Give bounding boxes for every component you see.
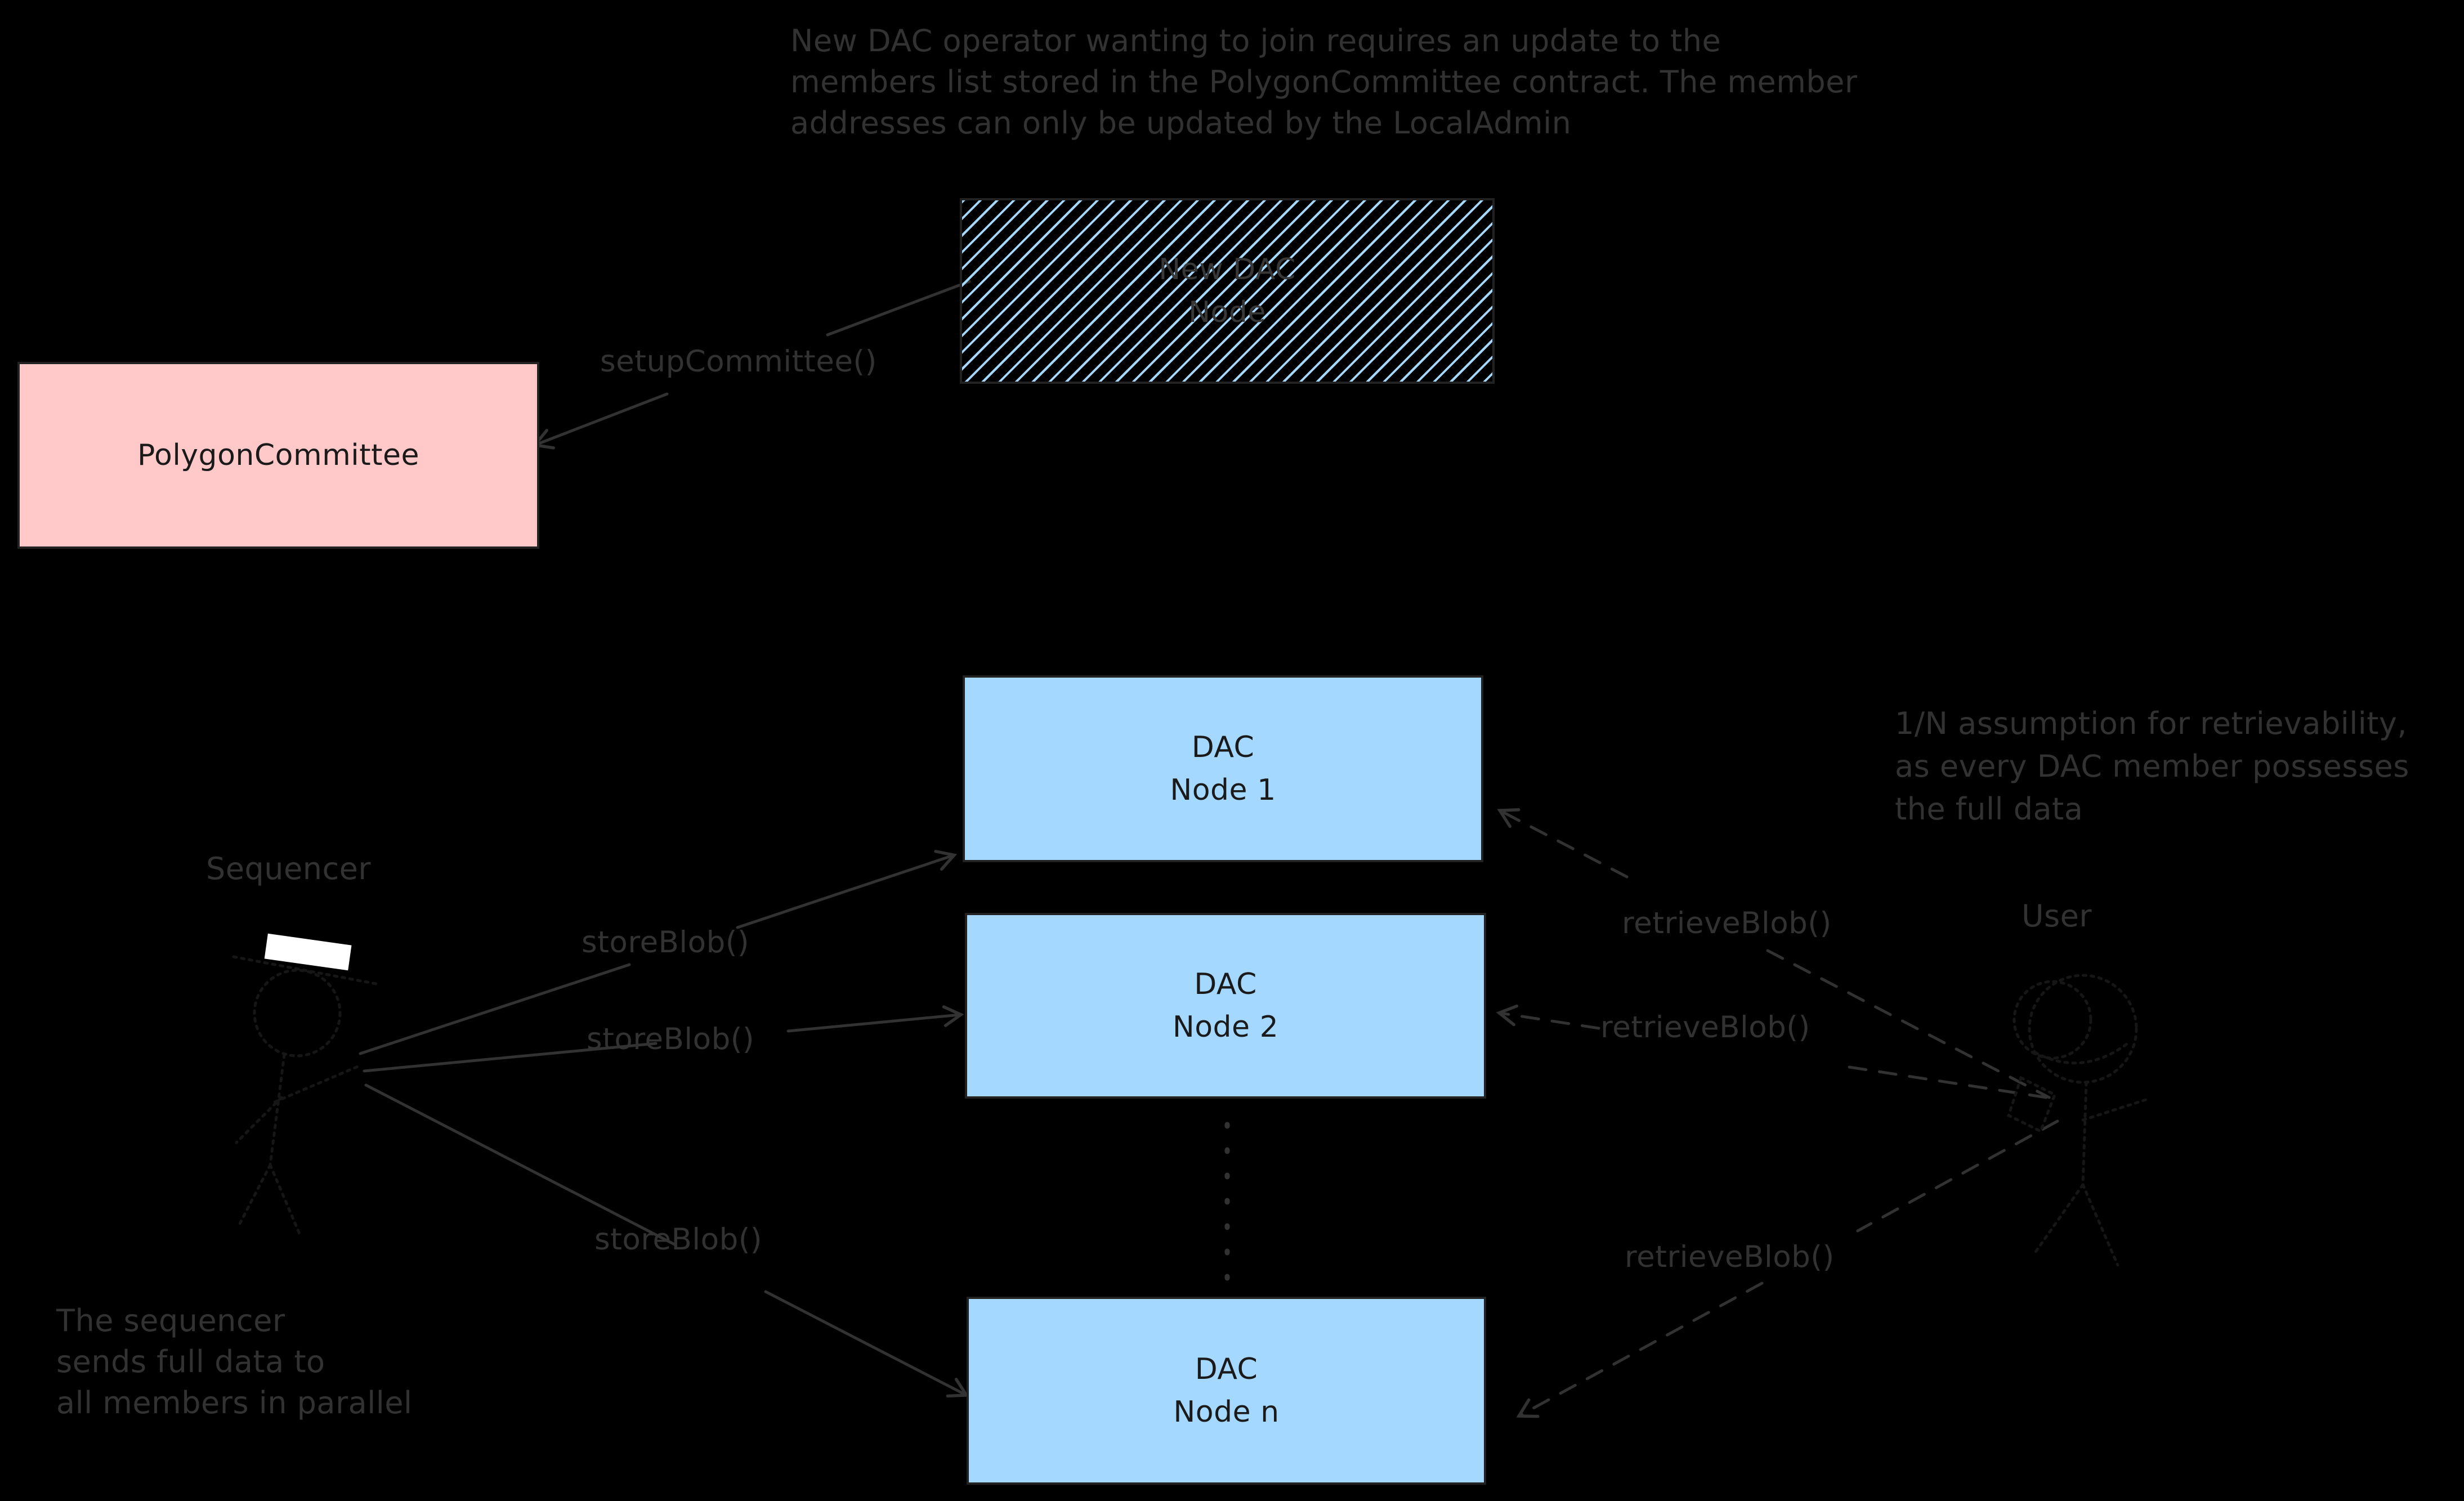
retrieve-blob-3-edge-label: retrieveBlob() [1625,1240,1835,1274]
retrievability-annotation: 1/N assumption for retrievability, as ev… [1895,702,2409,831]
retrieve-blob-arrow-node2 [1496,1004,2055,1100]
retrieve-blob-arrow-node1 [1497,808,2051,1099]
sequencer-label: Sequencer [206,851,372,886]
dac-node-1-label-line: Node 1 [1170,773,1276,807]
dac-node-2-label-line: Node 2 [1172,1010,1279,1044]
store-blob-arrow-node2 [363,1005,964,1073]
store-blob-3-edge-label: storeBlob() [594,1222,763,1257]
parallel-send-annotation-line: The sequencer [56,1303,285,1338]
store-blob-arrow-noden [364,1083,969,1398]
dac-node-n-box: DAC Node n [967,1297,1486,1485]
dac-node-1-box: DAC Node 1 [963,675,1483,862]
dac-node-1-label-line: DAC [1191,731,1255,764]
top-annotation: New DAC operator wanting to join require… [790,20,1858,144]
top-annotation-line: New DAC operator wanting to join require… [790,23,1721,59]
dac-node-2-label-line: DAC [1194,967,1257,1001]
setup-committee-arrow [531,280,971,450]
retrievability-annotation-line: as every DAC member possesses [1895,749,2409,784]
new-dac-node-box: New DAC Node [960,198,1495,384]
parallel-send-annotation-line: all members in parallel [56,1385,413,1421]
polygon-committee-label: PolygonCommittee [137,438,419,472]
polygon-committee-box: PolygonCommittee [17,362,539,549]
retrieve-blob-2-edge-label: retrieveBlob() [1600,1010,1810,1045]
store-blob-2-edge-label: storeBlob() [587,1022,755,1056]
store-blob-1-edge-label: storeBlob() [582,925,750,960]
user-figure-icon [2006,974,2151,1267]
retrievability-annotation-line: 1/N assumption for retrievability, [1895,706,2408,741]
dac-node-n-label-line: Node n [1173,1395,1280,1429]
retrieve-blob-arrow-noden [1516,1119,2059,1418]
top-annotation-line: addresses can only be updated by the Loc… [790,105,1572,141]
dac-node-2-box: DAC Node 2 [965,913,1486,1099]
dac-node-n-label-line: DAC [1195,1352,1258,1386]
sequencer-hat [264,933,352,971]
retrieve-blob-1-edge-label: retrieveBlob() [1622,906,1832,940]
sequencer-figure-icon [232,933,378,1235]
user-label: User [2022,898,2092,934]
setup-committee-edge-label: setupCommittee() [600,344,877,379]
retrievability-annotation-line: the full data [1895,791,2083,827]
parallel-send-annotation: The sequencer sends full data to all mem… [56,1300,412,1423]
store-blob-arrow-node1 [359,850,958,1055]
new-dac-node-label-line: New DAC [1159,253,1296,286]
new-dac-node-label-line: Node [1188,295,1266,329]
parallel-send-annotation-line: sends full data to [56,1344,325,1379]
top-annotation-line: members list stored in the PolygonCommit… [790,64,1858,100]
